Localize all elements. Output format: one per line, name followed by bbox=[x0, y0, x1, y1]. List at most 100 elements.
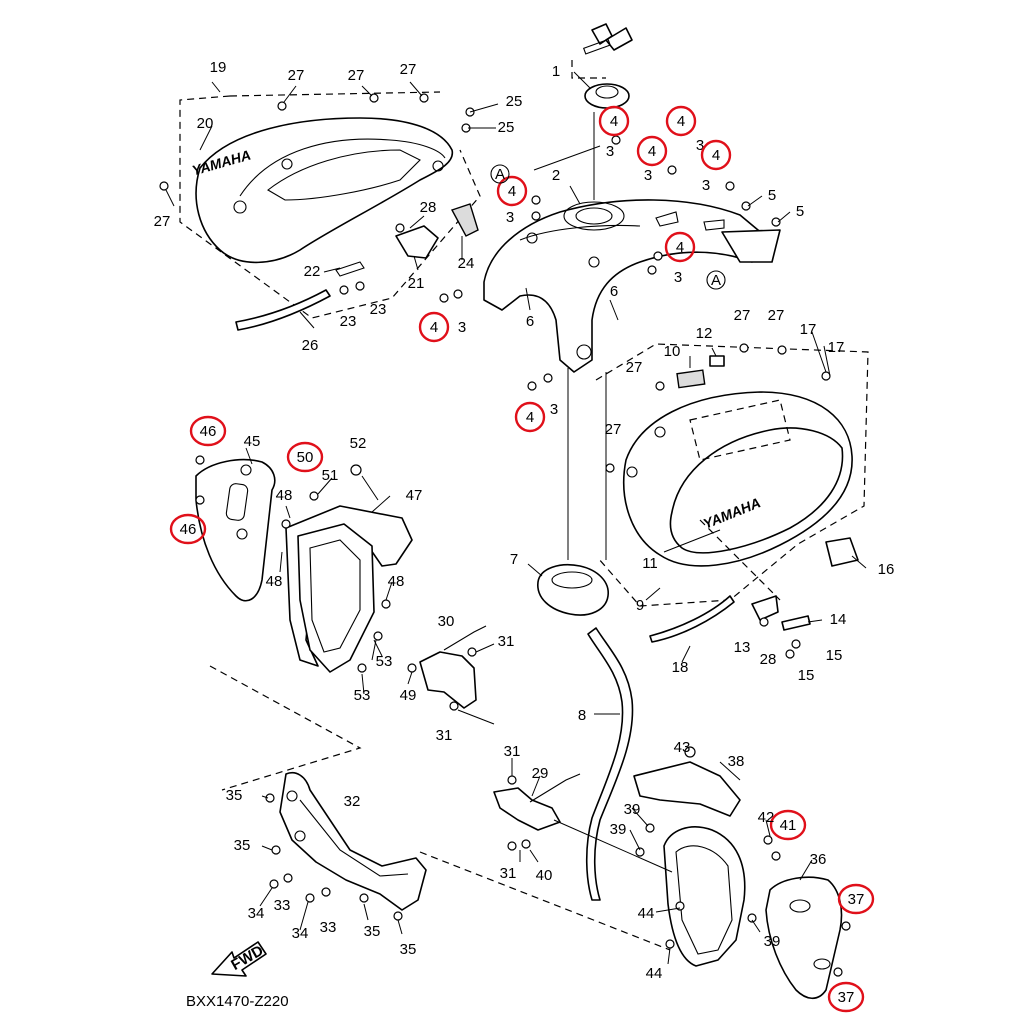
bolt-icon bbox=[741, 201, 751, 211]
label-10 bbox=[676, 369, 706, 389]
callout-33: 33 bbox=[274, 897, 291, 914]
callout-31: 31 bbox=[436, 727, 453, 744]
callout-29: 29 bbox=[532, 765, 549, 782]
fuel-tank-group bbox=[483, 23, 781, 373]
callout-number: 3 bbox=[696, 137, 704, 154]
callout-38: 38 bbox=[728, 753, 745, 770]
callout-number: 23 bbox=[340, 313, 357, 330]
callout-3: 3 bbox=[702, 177, 710, 194]
bolt-icon bbox=[785, 649, 795, 659]
callout-number: 28 bbox=[420, 199, 437, 216]
callout-3: 3 bbox=[458, 319, 466, 336]
callout-number: 27 bbox=[288, 67, 305, 84]
leader-lines bbox=[165, 71, 867, 965]
highlight-ring bbox=[286, 441, 324, 473]
bolt-icon bbox=[355, 281, 365, 291]
callout-28: 28 bbox=[420, 199, 437, 216]
callout-26: 26 bbox=[302, 337, 319, 354]
highlight-ring bbox=[636, 135, 668, 167]
callout-number: 35 bbox=[226, 787, 243, 804]
callout-number: 6 bbox=[526, 313, 534, 330]
bolt-icon bbox=[195, 455, 205, 465]
callout-number: 42 bbox=[758, 809, 775, 826]
bolt-icon bbox=[309, 491, 319, 501]
callout-number: 46 bbox=[180, 521, 197, 538]
callout-3: 3 bbox=[606, 143, 614, 160]
callout-4: 4 bbox=[418, 311, 450, 343]
callout-34: 34 bbox=[248, 905, 265, 922]
callout-13: 13 bbox=[734, 639, 751, 656]
pin-14 bbox=[781, 615, 811, 631]
callout-52: 52 bbox=[350, 435, 367, 452]
washer-icon bbox=[453, 289, 463, 299]
bolt-icon bbox=[159, 181, 169, 191]
callout-number: 3 bbox=[702, 177, 710, 194]
callout-20: 20 bbox=[197, 115, 214, 132]
callout-number: 3 bbox=[644, 167, 652, 184]
bolt-icon bbox=[521, 839, 531, 849]
bolt-icon bbox=[373, 631, 383, 641]
callout-number: 4 bbox=[676, 239, 684, 256]
callout-4: 4 bbox=[598, 105, 630, 137]
fwd-arrow bbox=[211, 941, 267, 977]
bolt-icon bbox=[357, 663, 367, 673]
highlight-ring bbox=[837, 883, 875, 915]
bolt-icon bbox=[605, 463, 615, 473]
callout-number: 27 bbox=[768, 307, 785, 324]
bolt-icon bbox=[667, 165, 677, 175]
callout-15: 15 bbox=[826, 647, 843, 664]
callout-49: 49 bbox=[400, 687, 417, 704]
callout-number: 6 bbox=[610, 283, 618, 300]
rubber-strip-18 bbox=[649, 595, 735, 643]
bolt-icon bbox=[739, 343, 749, 353]
callout-number: 38 bbox=[728, 753, 745, 770]
callout-number: 50 bbox=[297, 449, 314, 466]
callout-number: 10 bbox=[664, 343, 681, 360]
callout-31: 31 bbox=[504, 743, 521, 760]
callout-number: 2 bbox=[552, 167, 560, 184]
bolt-icon bbox=[277, 101, 287, 111]
callout-36: 36 bbox=[810, 851, 827, 868]
callout-3: 3 bbox=[506, 209, 514, 226]
callout-number: 13 bbox=[734, 639, 751, 656]
callout-number: 49 bbox=[400, 687, 417, 704]
callout-number: 27 bbox=[734, 307, 751, 324]
callout-number: 25 bbox=[498, 119, 515, 136]
callout-number: 31 bbox=[498, 633, 515, 650]
callout-4: 4 bbox=[636, 135, 668, 167]
callout-number: 4 bbox=[712, 147, 720, 164]
bracket-38 bbox=[633, 761, 741, 817]
callout-number: 8 bbox=[578, 707, 586, 724]
callout-50: 50 bbox=[286, 441, 324, 473]
bolt-icon bbox=[195, 495, 205, 505]
callout-number: 3 bbox=[550, 401, 558, 418]
callout-number: 33 bbox=[274, 897, 291, 914]
callout-number: 48 bbox=[266, 573, 283, 590]
callout-31: 31 bbox=[498, 633, 515, 650]
bolt-icon bbox=[725, 181, 735, 191]
callout-27: 27 bbox=[348, 67, 365, 84]
callout-42: 42 bbox=[758, 809, 775, 826]
callout-35: 35 bbox=[226, 787, 243, 804]
bolt-icon bbox=[393, 911, 403, 921]
filler-hose-group bbox=[537, 368, 634, 901]
callout-24: 24 bbox=[458, 255, 475, 272]
bolt-icon bbox=[821, 371, 831, 381]
callout-43: 43 bbox=[674, 739, 691, 756]
bolt-icon bbox=[777, 345, 787, 355]
tank-cover-right-group: YAMAHA bbox=[595, 343, 869, 643]
callout-27: 27 bbox=[626, 359, 643, 376]
bolt-icon bbox=[833, 967, 843, 977]
callout-number: 18 bbox=[672, 659, 689, 676]
bolt-icon bbox=[265, 793, 275, 803]
callout-4: 4 bbox=[665, 105, 697, 137]
fuel-cap-1 bbox=[584, 83, 630, 109]
callout-2: 2 bbox=[552, 167, 560, 184]
bolt-icon bbox=[635, 847, 645, 857]
callout-number: 4 bbox=[610, 113, 618, 130]
callout-number: 14 bbox=[830, 611, 847, 628]
callout-23: 23 bbox=[370, 301, 387, 318]
bolt-icon bbox=[269, 879, 279, 889]
highlight-ring bbox=[700, 139, 732, 171]
